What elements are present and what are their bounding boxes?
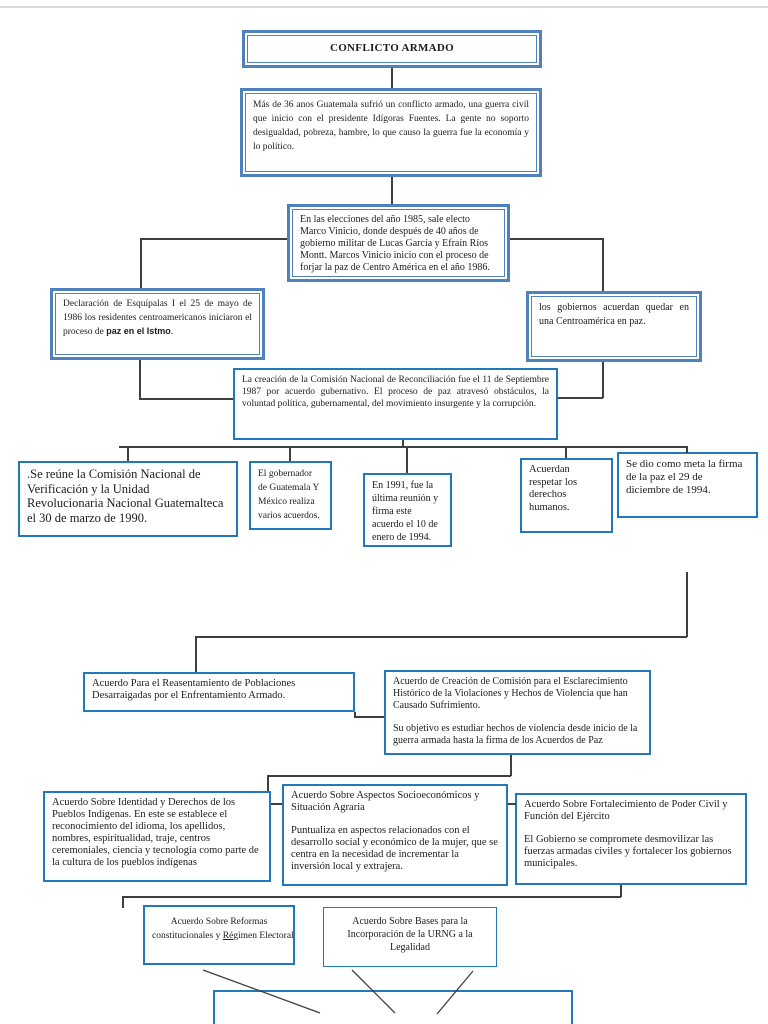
connector-line: [620, 885, 622, 897]
intro-box: Más de 36 anos Guatemala sufrió un confl…: [245, 93, 537, 172]
connector-line: [558, 397, 603, 399]
esquipulas-text: Declaración de Esquípalas I el 25 de may…: [56, 294, 259, 344]
acuerdo-reasentamiento-text: Acuerdo Para el Reasentamiento de Poblac…: [92, 678, 296, 701]
connector-line: [602, 362, 604, 398]
connector-line: [510, 755, 512, 776]
acuerdo-aspectos-p2: Puntualiza en aspectos relacionados con …: [291, 825, 498, 872]
comision-reconciliacion-text: La creación de la Comisión Nacional de R…: [242, 375, 549, 409]
acuerdo-reformas-line2: constitucionales y Régimen Electoral: [152, 930, 294, 941]
meta-firma-paz-box: Se dio como meta la firma de la paz el 2…: [617, 452, 758, 518]
ultima-reunion-box: En 1991, fue la última reunión y firma e…: [363, 473, 452, 547]
acuerdo-aspectos-p1: Acuerdo Sobre Aspectos Socioeconómicos y…: [291, 790, 480, 813]
connector-line: [602, 238, 604, 291]
connector-line: [267, 775, 511, 777]
acuerdo-esclarecimiento-box: Acuerdo de Creación de Comisión para el …: [384, 670, 651, 755]
acuerdo-fortalecimiento-box: Acuerdo Sobre Fortalecimiento de Poder C…: [515, 793, 747, 885]
acuerdo-fortalecimiento-p2: El Gobierno se compromete desmovilizar l…: [524, 834, 732, 869]
connector-line: [267, 775, 269, 791]
esquipulas-highlight: paz en el Istmo: [106, 326, 171, 336]
acuerdo-urng-box: Acuerdo Sobre Bases para la Incorporació…: [323, 907, 497, 967]
acuerdo-aspectos-box: Acuerdo Sobre Aspectos Socioeconómicos y…: [282, 784, 508, 886]
connector-line: [271, 803, 282, 805]
acuerdo-urng-text: Acuerdo Sobre Bases para la Incorporació…: [347, 916, 473, 953]
connector-line: [139, 360, 141, 400]
connector-line: [289, 446, 291, 461]
acuerdo-fortalecimiento-p1: Acuerdo Sobre Fortalecimiento de Poder C…: [524, 799, 728, 822]
gobiernos-paz-box: los gobiernos acuerdan quedar en una Cen…: [531, 296, 697, 357]
gobernador-acuerdos-box: El gobernador de Guatemala Y México real…: [249, 461, 332, 530]
connector-line: [195, 636, 687, 638]
gobernador-acuerdos-text: El gobernador de Guatemala Y México real…: [258, 469, 320, 521]
derechos-humanos-text: Acuerdan respetar los derechos humanos.: [529, 464, 578, 513]
acuerdo-identidad-box: Acuerdo Sobre Identidad y Derechos de lo…: [43, 791, 271, 882]
connector-line: [402, 440, 404, 448]
derechos-humanos-box: Acuerdan respetar los derechos humanos.: [520, 458, 613, 533]
acuerdo-esclarecimiento-p1: Acuerdo de Creación de Comisión para el …: [393, 676, 628, 711]
connector-line: [139, 398, 233, 400]
connector-line: [391, 177, 393, 204]
intro-text: Más de 36 anos Guatemala sufrió un confl…: [253, 100, 529, 152]
elecciones-1985-box: En las elecciones del año 1985, sale ele…: [292, 209, 505, 277]
comision-verificacion-box: .Se reúne la Comisión Nacional de Verifi…: [18, 461, 238, 537]
acuerdo-reformas-line1: Acuerdo Sobre Reformas: [170, 917, 268, 927]
connector-line: [686, 446, 688, 453]
connector-line: [510, 238, 603, 240]
bottom-cutoff-box: [213, 990, 573, 1024]
elecciones-1985-text: En las elecciones del año 1985, sale ele…: [300, 214, 490, 273]
ultima-reunion-text: En 1991, fue la última reunión y firma e…: [372, 480, 439, 543]
connector-line: [140, 238, 142, 288]
esquipulas-text-before: Declaración de Esquípalas I el 25 de may…: [63, 299, 252, 337]
gobiernos-paz-text: los gobiernos acuerdan quedar en una Cen…: [539, 302, 689, 327]
connector-line: [195, 636, 197, 672]
connector-line: [508, 803, 516, 805]
esquipulas-text-after: .: [170, 327, 174, 337]
acuerdo-reformas-box: Acuerdo Sobre Reformas constitucionales …: [143, 905, 295, 965]
esquipulas-box: Declaración de Esquípalas I el 25 de may…: [55, 293, 260, 355]
connector-line: [119, 446, 688, 448]
connector-line: [406, 446, 408, 473]
connector-line: [140, 238, 287, 240]
conflicto-armado-title: CONFLICTO ARMADO: [329, 42, 455, 54]
connector-line: [354, 712, 356, 718]
connector-line: [565, 446, 567, 458]
connector-line: [354, 716, 384, 718]
connector-line: [122, 896, 621, 898]
connector-line: [391, 68, 393, 88]
conflicto-armado-box: CONFLICTO ARMADO: [247, 35, 537, 63]
comision-reconciliacion-box: La creación de la Comisión Nacional de R…: [233, 368, 558, 440]
regimen-underline: Ré: [222, 930, 234, 941]
meta-firma-paz-text: Se dio como meta la firma de la paz el 2…: [626, 458, 743, 496]
comision-verificacion-text: .Se reúne la Comisión Nacional de Verifi…: [27, 467, 224, 525]
connector-line: [127, 446, 129, 461]
page-edge-line: [0, 6, 768, 8]
connector-line: [122, 896, 124, 908]
acuerdo-reasentamiento-box: Acuerdo Para el Reasentamiento de Poblac…: [83, 672, 355, 712]
acuerdo-esclarecimiento-p2: Su objetivo es estudiar hechos de violen…: [393, 723, 638, 746]
connector-line: [686, 572, 688, 637]
acuerdo-identidad-text: Acuerdo Sobre Identidad y Derechos de lo…: [52, 797, 259, 868]
